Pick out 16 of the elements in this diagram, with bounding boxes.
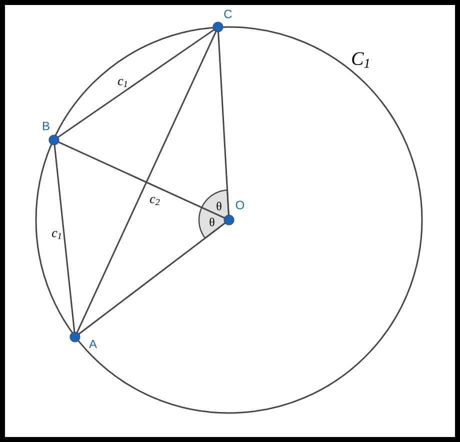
segment: [57, 28, 215, 138]
segment: [54, 144, 76, 333]
angle-label: θ: [216, 202, 222, 210]
edge-label: c$_{1}$: [118, 79, 127, 87]
point-label: O: [236, 200, 244, 210]
segment: [218, 31, 230, 216]
point-label: A: [89, 340, 97, 348]
angle-label: θ: [210, 218, 214, 226]
segment: [78, 222, 226, 335]
edge-label: c$_{1}$: [52, 231, 61, 239]
point-label: B: [43, 122, 50, 130]
circle-name: C$_{1}$: [352, 52, 369, 68]
edge-label: c$_{2}$: [150, 197, 160, 205]
segment: [76, 30, 217, 334]
segment: [58, 141, 226, 219]
point-label: C: [224, 10, 232, 18]
